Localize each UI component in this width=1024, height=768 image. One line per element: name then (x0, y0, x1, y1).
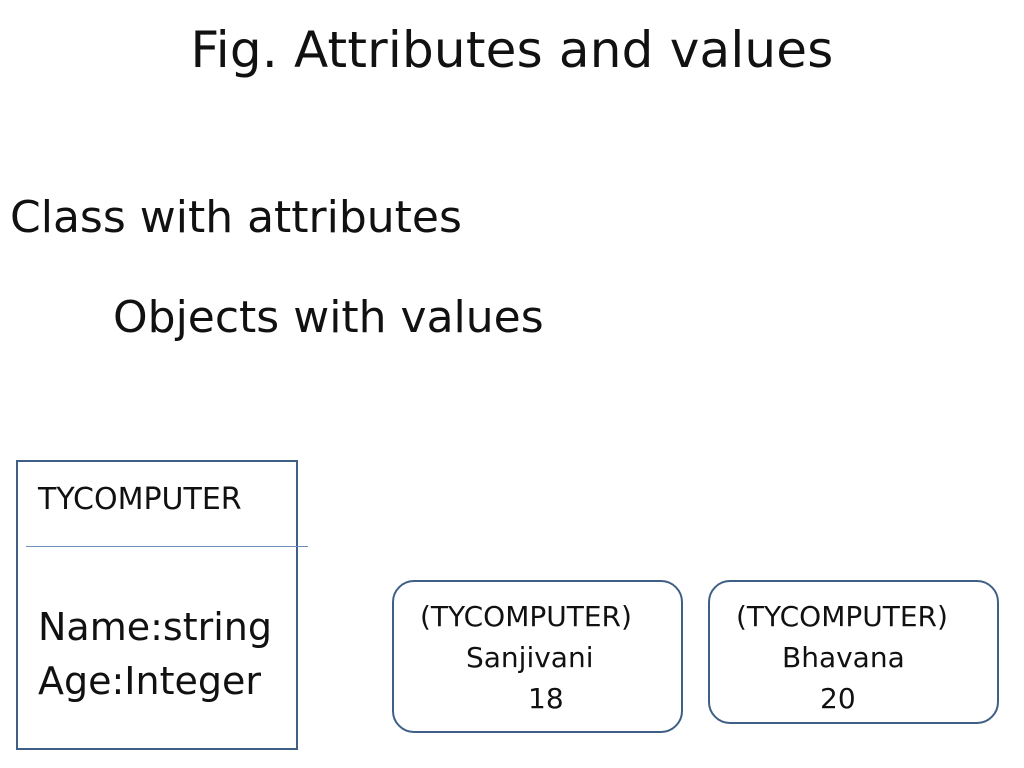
object-box-sanjivani: (TYCOMPUTER) Sanjivani 18 (392, 580, 683, 733)
slide-title: Fig. Attributes and values (190, 21, 834, 79)
class-with-attributes-label: Class with attributes (10, 192, 462, 243)
class-attributes: Name:string Age:Integer (38, 600, 272, 708)
object-age-value: 20 (820, 682, 856, 715)
object-age-value: 18 (528, 682, 564, 715)
object-name-value: Bhavana (782, 641, 905, 674)
class-box: TYCOMPUTER Name:string Age:Integer (16, 460, 308, 750)
object-name-value: Sanjivani (466, 641, 594, 674)
class-name: TYCOMPUTER (38, 482, 242, 517)
attribute-age: Age:Integer (38, 659, 261, 703)
class-separator (26, 546, 308, 547)
attribute-name: Name:string (38, 605, 272, 649)
object-box-bhavana: (TYCOMPUTER) Bhavana 20 (708, 580, 999, 724)
object-class-ref: (TYCOMPUTER) (420, 600, 632, 633)
object-class-ref: (TYCOMPUTER) (736, 600, 948, 633)
objects-with-values-label: Objects with values (113, 292, 544, 343)
